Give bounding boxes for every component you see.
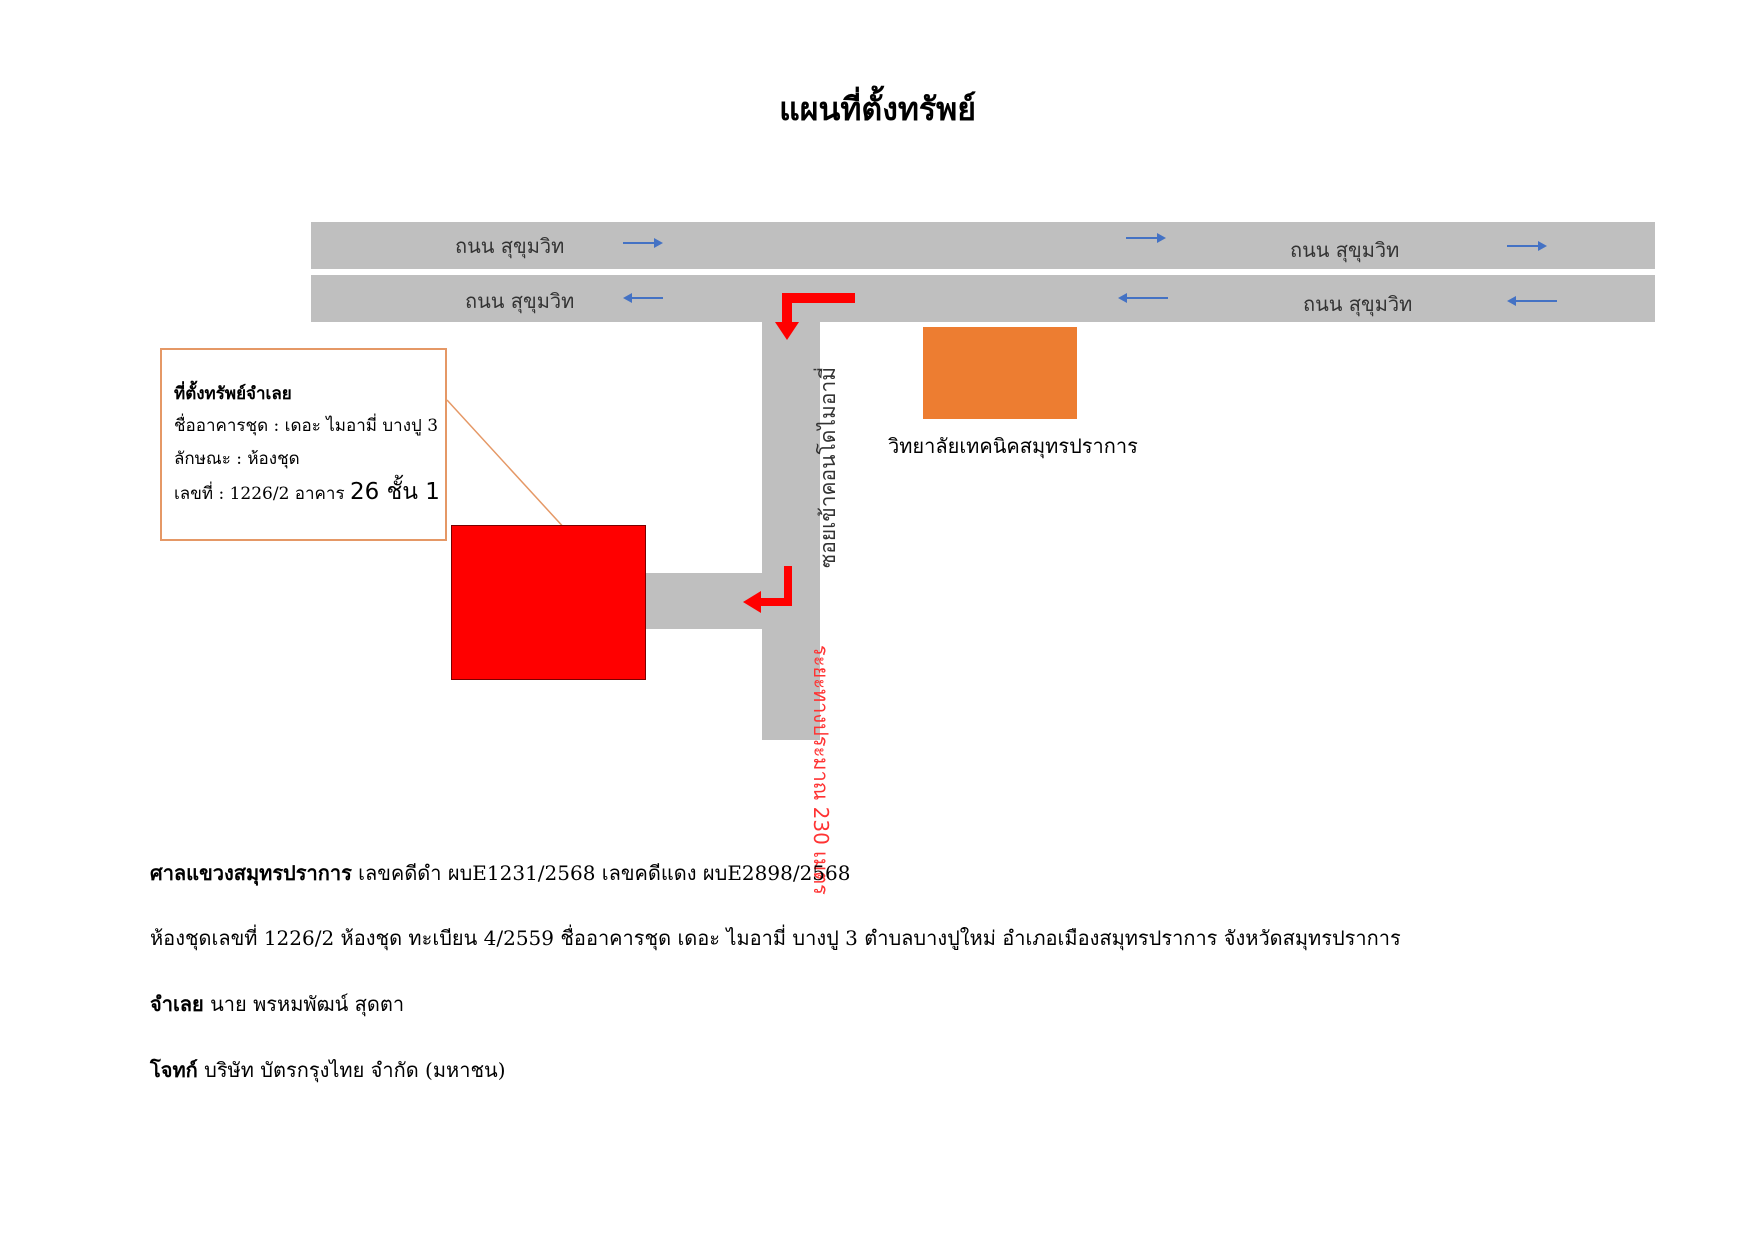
- plaintiff-info-line: โจทก์ บริษัท บัตรกรุงไทย จำกัด (มหาชน): [150, 1054, 506, 1086]
- road-label-top-right: ถนน สุขุมวิท: [1290, 238, 1400, 262]
- arrow-right-icon: [1507, 240, 1547, 252]
- arrow-left-icon: [623, 292, 663, 304]
- callout-unit-floor: 26 ชั้น 1: [350, 479, 440, 505]
- route-turn-arrow-icon: [743, 566, 792, 613]
- arrow-right-icon: [1126, 232, 1166, 244]
- road-label-bottom-right: ถนน สุขุมวิท: [1303, 292, 1413, 316]
- callout-unit-prefix: เลขที่ : 1226/2 อาคาร: [174, 484, 345, 504]
- defendant-name: นาย พรหมพัฒน์ สุดตา: [203, 992, 405, 1016]
- college-building: [923, 327, 1077, 419]
- defendant-info-line: จำเลย นาย พรหมพัฒน์ สุดตา: [150, 988, 404, 1020]
- sukhumvit-road-westbound: [311, 275, 1655, 322]
- plaintiff-name: บริษัท บัตรกรุงไทย จำกัด (มหาชน): [197, 1058, 506, 1082]
- unit-info-line: ห้องชุดเลขที่ 1226/2 ห้องชุด ทะเบียน 4/2…: [150, 926, 1401, 950]
- road-label-top-left: ถนน สุขุมวิท: [455, 234, 565, 258]
- case-numbers: เลขคดีดำ ผบE1231/2568 เลขคดีแดง ผบE2898/…: [351, 861, 851, 885]
- college-label: วิทยาลัยเทคนิคสมุทรปราการ: [888, 434, 1138, 458]
- callout-heading: ที่ตั้งทรัพย์จำเลย: [174, 384, 292, 404]
- property-building: [451, 525, 646, 680]
- soi-road: [762, 322, 820, 740]
- court-info-line: ศาลแขวงสมุทรปราการ เลขคดีดำ ผบE1231/2568…: [150, 857, 850, 889]
- arrow-left-icon: [1118, 292, 1168, 304]
- defendant-label: จำเลย: [150, 992, 204, 1016]
- arrow-right-icon: [623, 237, 663, 249]
- property-callout: ที่ตั้งทรัพย์จำเลย ชื่ออาคารชุด : เดอะ ไ…: [160, 348, 447, 541]
- route-turn-arrow-icon: [775, 293, 855, 340]
- page-title: แผนที่ตั้งทรัพย์: [779, 90, 976, 128]
- road-label-bottom-left: ถนน สุขุมวิท: [465, 289, 575, 313]
- court-name: ศาลแขวงสมุทรปราการ: [150, 861, 352, 885]
- callout-unit-number: เลขที่ : 1226/2 อาคาร 26 ชั้น 1: [174, 474, 440, 510]
- callout-building-name: ชื่ออาคารชุด : เดอะ ไมอามี่ บางปู 3: [174, 416, 439, 436]
- arrow-left-icon: [1507, 295, 1557, 307]
- callout-leader-line: [446, 399, 579, 544]
- callout-type: ลักษณะ : ห้องชุด: [174, 449, 300, 469]
- branch-road: [646, 573, 762, 629]
- sukhumvit-road-eastbound: [311, 222, 1655, 269]
- soi-label: ซอยเข้าคอนโดไมอามี่: [816, 366, 840, 568]
- plaintiff-label: โจทก์: [150, 1058, 198, 1082]
